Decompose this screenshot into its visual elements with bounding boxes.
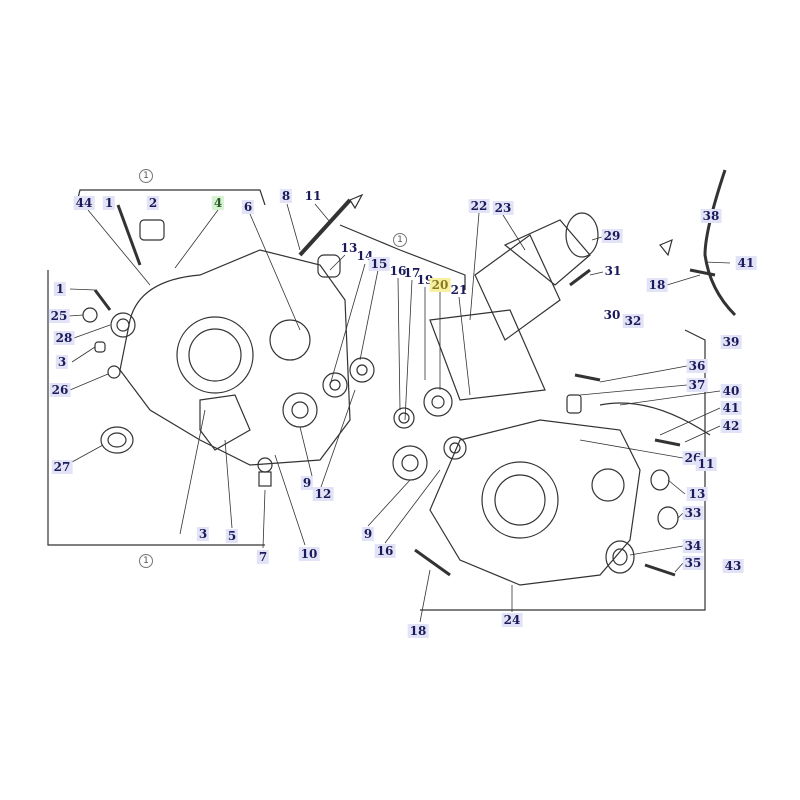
part-label-11[interactable]: 11 bbox=[695, 457, 717, 471]
part-label-43[interactable]: 43 bbox=[722, 559, 744, 573]
part-label-11[interactable]: 11 bbox=[304, 189, 322, 203]
reed-gasket bbox=[429, 309, 546, 401]
part-label-36[interactable]: 36 bbox=[686, 359, 708, 373]
part-label-4[interactable]: 4 bbox=[211, 196, 225, 210]
part-label-13[interactable]: 13 bbox=[340, 241, 358, 255]
part-label-37[interactable]: 37 bbox=[686, 378, 708, 392]
group-marker: 1 bbox=[393, 233, 407, 247]
part-label-39[interactable]: 39 bbox=[720, 335, 742, 349]
part-label-18[interactable]: 18 bbox=[646, 278, 668, 292]
part-label-28[interactable]: 28 bbox=[53, 331, 75, 345]
part-label-9[interactable]: 9 bbox=[300, 476, 314, 490]
part-label-24[interactable]: 24 bbox=[501, 613, 523, 627]
part-label-25[interactable]: 25 bbox=[48, 309, 70, 323]
part-label-17[interactable]: 17 bbox=[403, 266, 421, 280]
group-bracket-right bbox=[420, 329, 706, 611]
part-label-41[interactable]: 41 bbox=[735, 256, 757, 270]
part-label-18[interactable]: 18 bbox=[407, 624, 429, 638]
part-label-29[interactable]: 29 bbox=[601, 229, 623, 243]
part-label-19[interactable]: 19 bbox=[416, 273, 434, 287]
part-label-40[interactable]: 40 bbox=[720, 384, 742, 398]
part-label-34[interactable]: 34 bbox=[682, 539, 704, 553]
part-label-44[interactable]: 44 bbox=[73, 196, 95, 210]
part-label-38[interactable]: 38 bbox=[700, 209, 722, 223]
part-label-8[interactable]: 8 bbox=[279, 189, 293, 203]
part-label-20[interactable]: 20 bbox=[429, 278, 451, 292]
part-label-3[interactable]: 3 bbox=[55, 355, 69, 369]
reed-block bbox=[474, 234, 561, 341]
part-label-3[interactable]: 3 bbox=[196, 527, 210, 541]
part-label-32[interactable]: 32 bbox=[622, 314, 644, 328]
part-label-27[interactable]: 27 bbox=[51, 460, 73, 474]
group-bracket-left bbox=[47, 270, 260, 546]
gasket-5 bbox=[199, 394, 251, 451]
part-label-31[interactable]: 31 bbox=[604, 264, 622, 278]
group-marker: 1 bbox=[139, 554, 153, 568]
part-label-21[interactable]: 21 bbox=[450, 283, 468, 297]
part-label-41[interactable]: 41 bbox=[720, 401, 742, 415]
part-label-12[interactable]: 12 bbox=[312, 487, 334, 501]
part-label-16[interactable]: 16 bbox=[374, 544, 396, 558]
part-label-30[interactable]: 30 bbox=[603, 308, 621, 322]
right-crankcase bbox=[429, 419, 641, 586]
part-label-13[interactable]: 13 bbox=[686, 487, 708, 501]
part-label-23[interactable]: 23 bbox=[492, 201, 514, 215]
part-label-10[interactable]: 10 bbox=[298, 547, 320, 561]
part-label-2[interactable]: 2 bbox=[146, 196, 160, 210]
left-crank-bore bbox=[176, 316, 254, 394]
part-label-42[interactable]: 42 bbox=[720, 419, 742, 433]
group-marker: 1 bbox=[139, 169, 153, 183]
clamp-29 bbox=[565, 212, 599, 258]
part-label-9[interactable]: 9 bbox=[361, 527, 375, 541]
part-label-35[interactable]: 35 bbox=[682, 556, 704, 570]
part-label-5[interactable]: 5 bbox=[225, 529, 239, 543]
part-label-22[interactable]: 22 bbox=[468, 199, 490, 213]
part-label-15[interactable]: 15 bbox=[368, 257, 390, 271]
part-label-26[interactable]: 26 bbox=[49, 383, 71, 397]
part-label-1[interactable]: 1 bbox=[53, 282, 67, 296]
part-label-7[interactable]: 7 bbox=[256, 550, 270, 564]
part-label-6[interactable]: 6 bbox=[241, 200, 255, 214]
intake-manifold bbox=[503, 219, 591, 286]
part-label-1[interactable]: 1 bbox=[102, 196, 116, 210]
left-crankcase bbox=[119, 249, 351, 466]
part-label-33[interactable]: 33 bbox=[682, 506, 704, 520]
group-bracket-center bbox=[339, 224, 466, 290]
part-label-16[interactable]: 16 bbox=[389, 264, 407, 278]
